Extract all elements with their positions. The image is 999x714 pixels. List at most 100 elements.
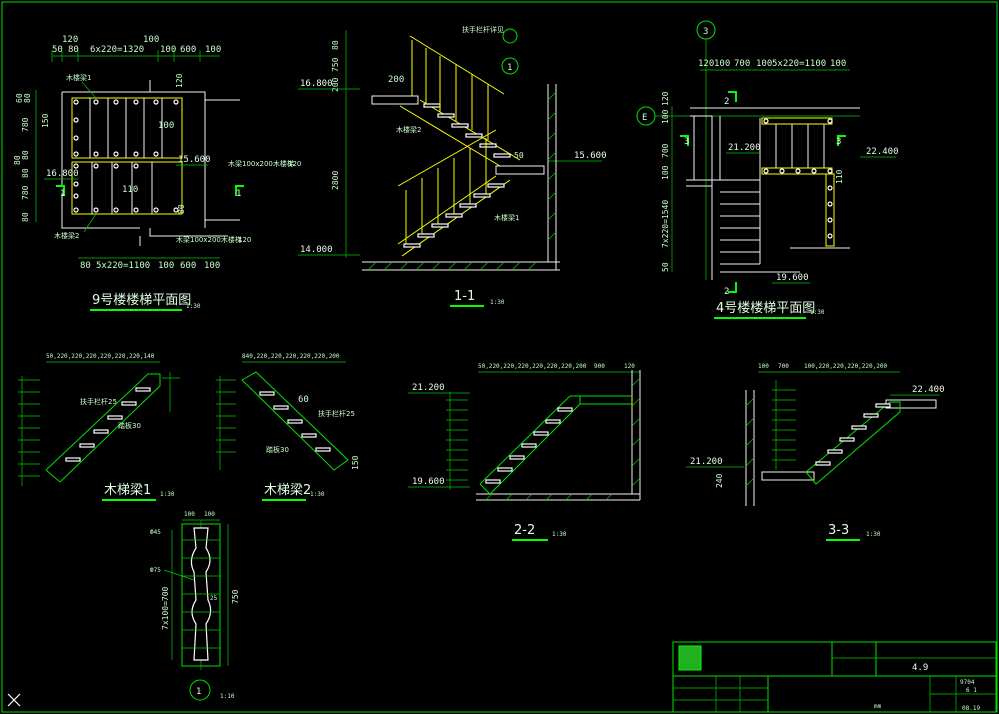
plan9-dim-bottom-2: 100 bbox=[158, 261, 174, 271]
detail1-label-phi75: Ф75 bbox=[150, 567, 161, 574]
detail-baluster-1: 100 100 Ф45 Ф75 7x100=700 750 25 1 1:10 bbox=[150, 511, 240, 701]
plan9-dim-left-7: 80 bbox=[21, 212, 30, 222]
plan9-dim-bottom-0: 80 bbox=[80, 261, 91, 271]
beam2-scale: 1:30 bbox=[310, 491, 325, 498]
stair-beam-1: 50,220,220,220,220,220,220,140 扶手栏杆25 踏板… bbox=[18, 353, 180, 501]
plan9-dim-left-5: 80 bbox=[21, 168, 30, 178]
plan9-inner-2: 110 bbox=[122, 185, 138, 195]
plan9-dim-top-3: 6x220=1320 bbox=[90, 45, 144, 55]
plan9-title: 9号楼楼梯平面图 bbox=[92, 293, 191, 308]
plan9-dim-left-6: 780 bbox=[21, 185, 30, 200]
sec11-dim-0: 80 bbox=[331, 40, 340, 50]
detail1-title: 1 bbox=[196, 687, 201, 697]
sec22-topdims-1: 900 bbox=[594, 363, 605, 370]
sec11-scale: 1:30 bbox=[490, 299, 505, 306]
detail1-label-700: 7x100=700 bbox=[161, 586, 170, 630]
sec22-topdims-2: 120 bbox=[624, 363, 635, 370]
sec11-level-14000: 14.000 bbox=[300, 245, 333, 255]
sec11-dim-3: 2800 bbox=[331, 171, 340, 190]
plan4-title: 4号楼楼梯平面图 bbox=[716, 301, 815, 316]
detail1-label-phi45: Ф45 bbox=[150, 529, 161, 536]
plan4-top-4: 5x220=1100 bbox=[772, 59, 826, 69]
plan9-note-beam1: 木楼梁1 bbox=[66, 73, 91, 82]
plan4-level-21200: 21.200 bbox=[728, 143, 761, 153]
sec33-topdims-2: 100,220,220,220,220,200 bbox=[804, 363, 887, 370]
plan9-dim-bottom-4: 100 bbox=[204, 261, 220, 271]
detail1-scale: 1:10 bbox=[220, 693, 235, 700]
plan9-level-16800: 16.800 bbox=[46, 169, 79, 179]
sec11-note-handrail: 扶手栏杆详见 bbox=[462, 25, 504, 34]
plan9-inner-0: 150 bbox=[41, 113, 50, 128]
plan9-dim-top-4: 100 bbox=[143, 35, 159, 45]
plan9-dim-left-0: 60 bbox=[15, 93, 24, 103]
plan9-dim-left-2: 780 bbox=[21, 117, 30, 132]
sec33-topdims-1: 700 bbox=[778, 363, 789, 370]
sec22-title: 2-2 bbox=[514, 523, 535, 538]
svg-text:E: E bbox=[642, 113, 647, 123]
company-logo bbox=[678, 645, 702, 671]
beam2-note-tread: 踏板30 bbox=[266, 445, 289, 454]
plan4-left-1: 120 bbox=[661, 91, 670, 106]
plan9-note-120a: 120 bbox=[288, 160, 301, 168]
plan4-top-2: 700 bbox=[734, 59, 750, 69]
plan9-dim-top-1: 50 bbox=[52, 45, 63, 55]
plan4-mark-2-top: 2 bbox=[724, 97, 729, 107]
beam1-scale: 1:30 bbox=[160, 491, 175, 498]
plan4-mark-2-bottom: 2 bbox=[724, 287, 729, 297]
beam1-note-handrail: 扶手栏杆25 bbox=[80, 397, 117, 406]
plan4-left-0: 100 bbox=[661, 109, 670, 124]
sec11-note-beam2: 木楼梁2 bbox=[396, 125, 421, 134]
titleblock-code: 9704 bbox=[960, 679, 975, 686]
sec22-level-21200: 21.200 bbox=[412, 383, 445, 393]
plan9-dim-top-0: 120 bbox=[62, 35, 78, 45]
sec11-title: 1-1 bbox=[454, 289, 475, 304]
beam2-dim-150: 150 bbox=[351, 455, 360, 470]
sec33-level-21200: 21.200 bbox=[690, 457, 723, 467]
plan9-dim-left-3: 80 bbox=[21, 150, 30, 160]
plan9-dim-top-6: 600 bbox=[180, 45, 196, 55]
plan4-mark-3-right: 3 bbox=[836, 137, 841, 147]
beam2-topdims: 840,220,220,220,220,220,200 bbox=[242, 353, 340, 360]
titleblock-date: 08.19 bbox=[962, 705, 980, 712]
titleblock-sheet-no: 4.9 bbox=[912, 663, 928, 673]
sec33-level-22400: 22.400 bbox=[912, 385, 945, 395]
plan9-dim-top-2: 80 bbox=[68, 45, 79, 55]
plan4-level-22400: 22.400 bbox=[866, 147, 899, 157]
plan9-note-beam4: 木梁100x200木楼梯 bbox=[176, 235, 242, 244]
plan9-dim-top-7: 100 bbox=[205, 45, 221, 55]
plan4-left-3: 100 bbox=[661, 165, 670, 180]
titleblock-page: 6 1 bbox=[966, 687, 977, 694]
sec33-scale: 1:30 bbox=[866, 531, 881, 538]
sec11-level-15600: 15.600 bbox=[574, 151, 607, 161]
detail1-dim-top-0: 100 bbox=[184, 511, 195, 518]
detail1-label-25: 25 bbox=[210, 595, 218, 602]
plan4-top-5: 100 bbox=[830, 59, 846, 69]
beam1-topdims: 50,220,220,220,220,220,220,140 bbox=[46, 353, 155, 360]
sec11-dim-50: 50 bbox=[514, 151, 524, 160]
plan-building-9: 120 50 80 6x220=1320 100 100 600 100 60 … bbox=[13, 35, 301, 311]
plan4-left-5: 50 bbox=[661, 262, 670, 272]
beam1-note-tread: 踏板30 bbox=[118, 421, 141, 430]
detail1-dim-top-1: 100 bbox=[204, 511, 215, 518]
plan9-dim-left-4: 80 bbox=[13, 155, 22, 165]
sec33-dim-240: 240 bbox=[715, 473, 724, 488]
ucs-icon bbox=[7, 693, 21, 707]
beam2-note-handrail: 扶手栏杆25 bbox=[318, 409, 355, 418]
plan9-level-15600: 15.600 bbox=[178, 155, 211, 165]
sec11-dim-1: 750 bbox=[331, 57, 340, 72]
plan9-dim-bottom-3: 600 bbox=[180, 261, 196, 271]
section-2-2: 50,220,220,220,220,220,220,200 900 120 2… bbox=[408, 363, 641, 541]
plan4-scale: 1:30 bbox=[810, 309, 825, 316]
sec11-level-16800: 16.800 bbox=[300, 79, 333, 89]
plan9-note-beam2: 木楼梁2 bbox=[54, 231, 79, 240]
plan9-dim-top-5: 100 bbox=[160, 45, 176, 55]
sec33-title: 3-3 bbox=[828, 523, 849, 538]
stair-beam-2: 840,220,220,220,220,220,200 扶手栏杆25 踏板30 … bbox=[216, 353, 360, 501]
sec22-scale: 1:30 bbox=[552, 531, 567, 538]
plan9-section-mark-left: 1 bbox=[60, 189, 65, 199]
plan4-mark-3-left: 3 bbox=[684, 137, 689, 147]
plan4-level-19600: 19.600 bbox=[776, 273, 809, 283]
plan4-top-0: 120 bbox=[698, 59, 714, 69]
plan9-inner-1: 100 bbox=[158, 121, 174, 131]
